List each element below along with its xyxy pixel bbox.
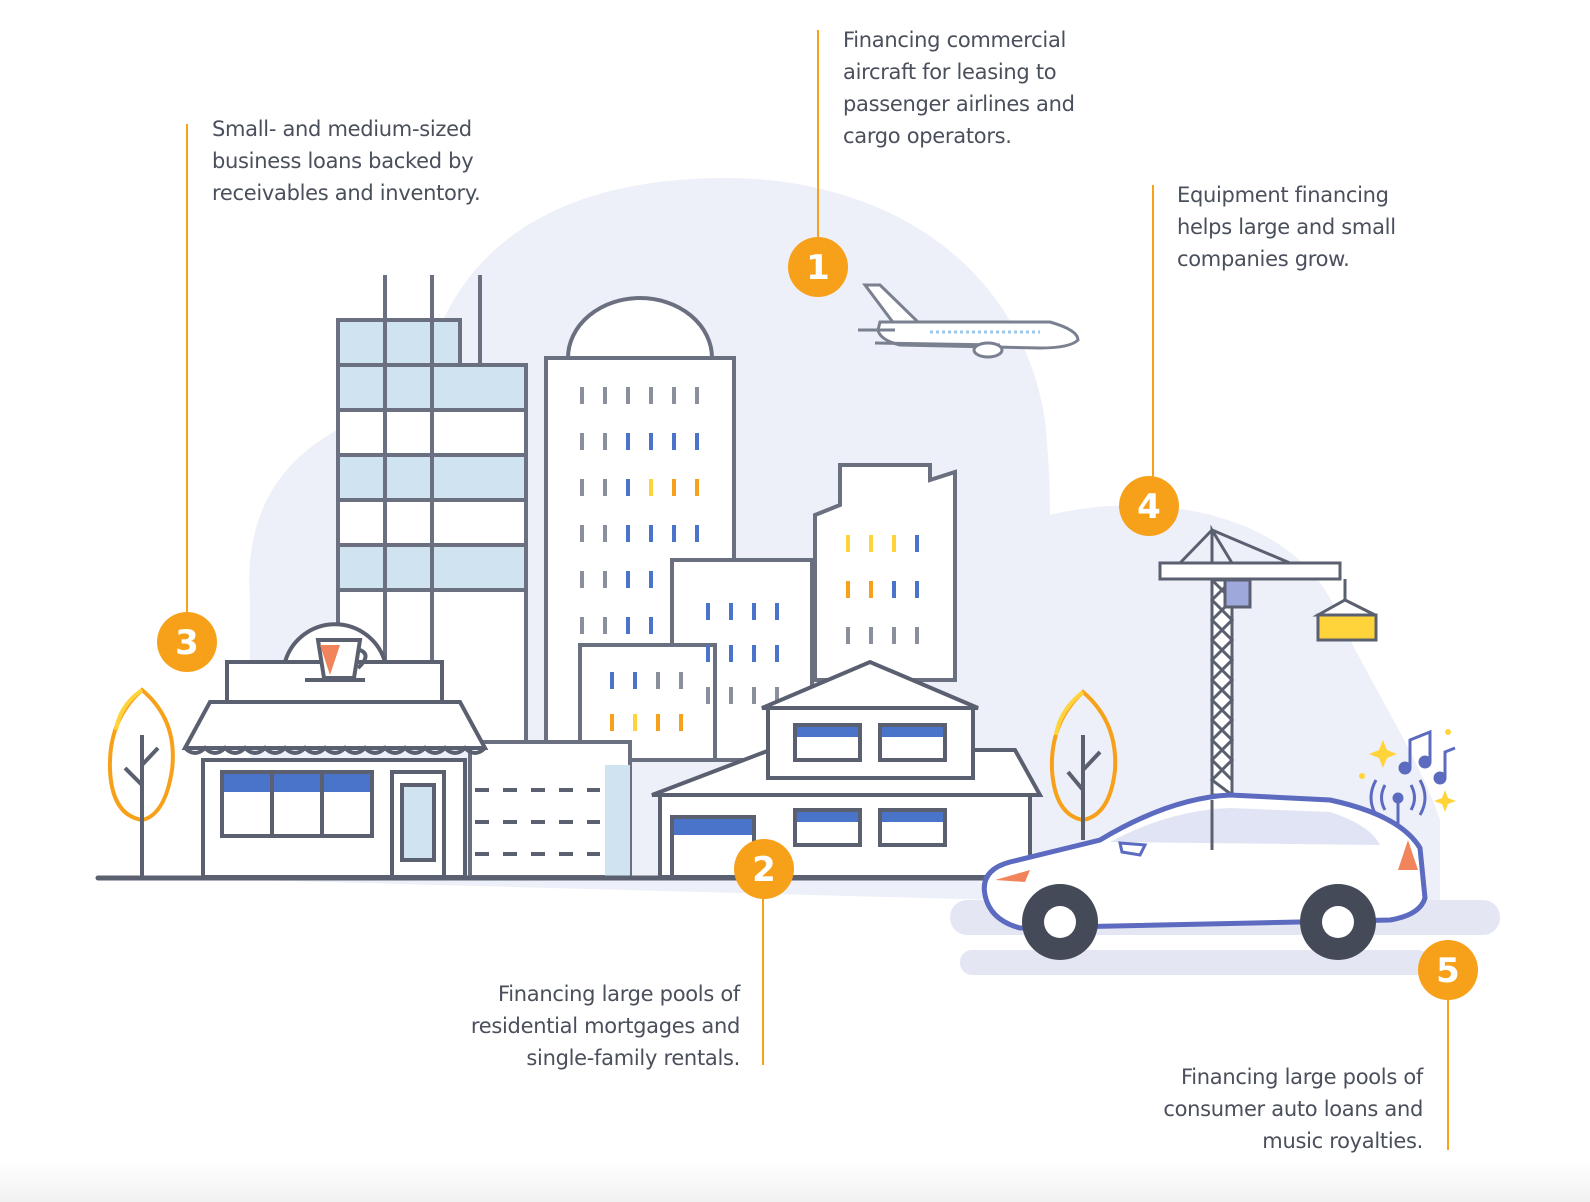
coffee-shop [181,622,489,879]
caption-line: cargo operators. [843,124,1012,148]
badge-3: 3 [157,612,217,672]
caption-line: consumer auto loans and [1163,1097,1423,1121]
caption-line: companies grow. [1177,247,1350,271]
caption-line: Financing large pools of [1181,1065,1423,1089]
house [651,659,1044,879]
tree-right [1049,689,1118,840]
badge-2: 2 [734,839,794,899]
caption-line: single-family rentals. [526,1046,740,1070]
svg-text:1: 1 [806,248,830,288]
tree-left [107,687,175,878]
caption-line: residential mortgages and [470,1014,740,1038]
caption-equipment: Equipment financing helps large and smal… [1177,179,1396,275]
caption-auto-loans: Financing large pools of consumer auto l… [1163,1061,1423,1157]
svg-text:2: 2 [752,850,776,890]
caption-mortgages: Financing large pools of residential mor… [471,978,740,1074]
badge-1: 1 [788,237,848,297]
caption-aircraft: Financing commercial aircraft for leasin… [843,24,1075,152]
caption-line: Financing large pools of [498,982,740,1006]
mid-buildings [578,463,957,762]
low-building [468,740,632,879]
car [981,792,1428,960]
music-notes-icon [1369,729,1456,825]
svg-text:4: 4 [1137,487,1161,527]
caption-line: Financing commercial [843,28,1067,52]
airplane [858,283,1080,359]
caption-line: helps large and small [1177,215,1396,239]
svg-text:5: 5 [1436,951,1460,991]
crane [1158,524,1378,797]
caption-line: receivables and inventory. [212,181,481,205]
bottom-fade [0,1162,1590,1202]
caption-line: business loans backed by [212,149,474,173]
caption-line: Equipment financing [1177,183,1389,207]
svg-text:3: 3 [175,623,199,663]
sparkle-icons [1359,729,1456,812]
leader-lines [186,30,1449,1150]
caption-business-loans: Small- and medium-sized business loans b… [212,113,481,209]
caption-line: aircraft for leasing to [843,60,1057,84]
caption-line: passenger airlines and [843,92,1075,116]
caption-line: Small- and medium-sized [212,117,472,141]
caption-line: music royalties. [1262,1129,1423,1153]
badge-5: 5 [1418,940,1478,1000]
badge-4: 4 [1119,476,1179,536]
